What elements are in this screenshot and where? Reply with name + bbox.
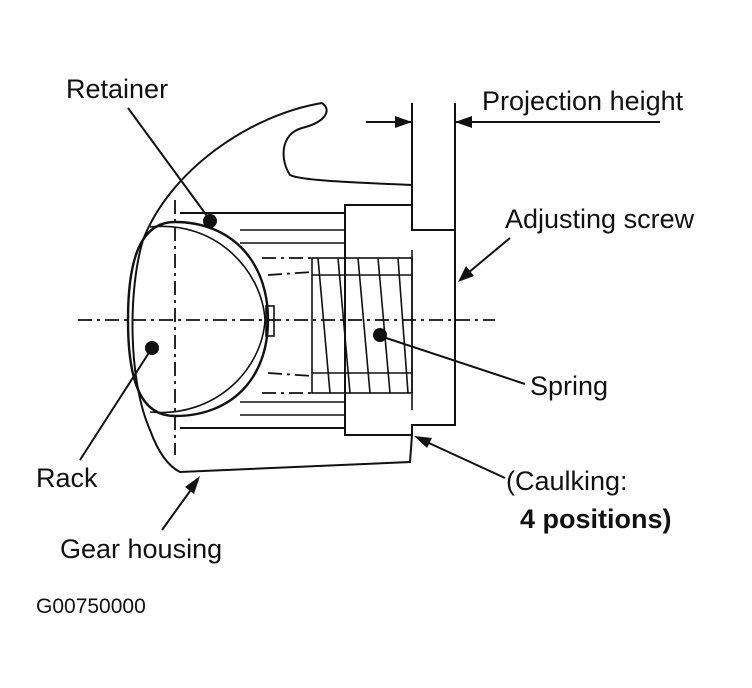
rack-marker [145, 341, 159, 355]
spring-left-mid-bot [267, 372, 313, 377]
rack-leader [79, 347, 153, 461]
caulking-label-line2: 4 positions) [520, 504, 672, 534]
spring-left-mid-top [267, 271, 313, 276]
projection-height-label: Projection height [482, 86, 684, 116]
rack-inner-line [149, 225, 266, 414]
spring-coil-3 [357, 257, 371, 394]
housing-top-protrusion [282, 102, 413, 186]
spring-leader [379, 335, 526, 385]
spring-coil-frame [311, 257, 413, 394]
rack-tip [265, 305, 275, 337]
caulking-leader [417, 437, 506, 479]
rack-label: Rack [36, 463, 98, 493]
spring-coil-1 [317, 257, 331, 394]
adjusting-screw-label: Adjusting screw [505, 204, 695, 234]
caulking-arrowhead [414, 436, 432, 448]
retainer-body [180, 204, 456, 436]
spring-coil-5 [397, 257, 409, 394]
caulking-label-line1: (Caulking: [506, 466, 628, 496]
gear-housing-label: Gear housing [60, 534, 222, 564]
projection-arrowhead-left [395, 116, 412, 128]
spring-marker [373, 328, 387, 342]
retainer-leader [127, 107, 211, 221]
projection-arrowhead-right [455, 116, 472, 128]
spring-coil-4 [377, 257, 391, 394]
gear-housing-outline [131, 102, 413, 474]
spring-coil-2 [337, 257, 351, 394]
figure-code: G00750000 [36, 595, 146, 618]
rack-outline [126, 220, 270, 418]
retainer-marker [203, 214, 217, 228]
adjusting-screw-arrowhead [458, 266, 474, 282]
retainer-label: Retainer [66, 74, 168, 104]
gear-housing-arrowhead [185, 476, 200, 494]
spring-label: Spring [530, 371, 608, 401]
